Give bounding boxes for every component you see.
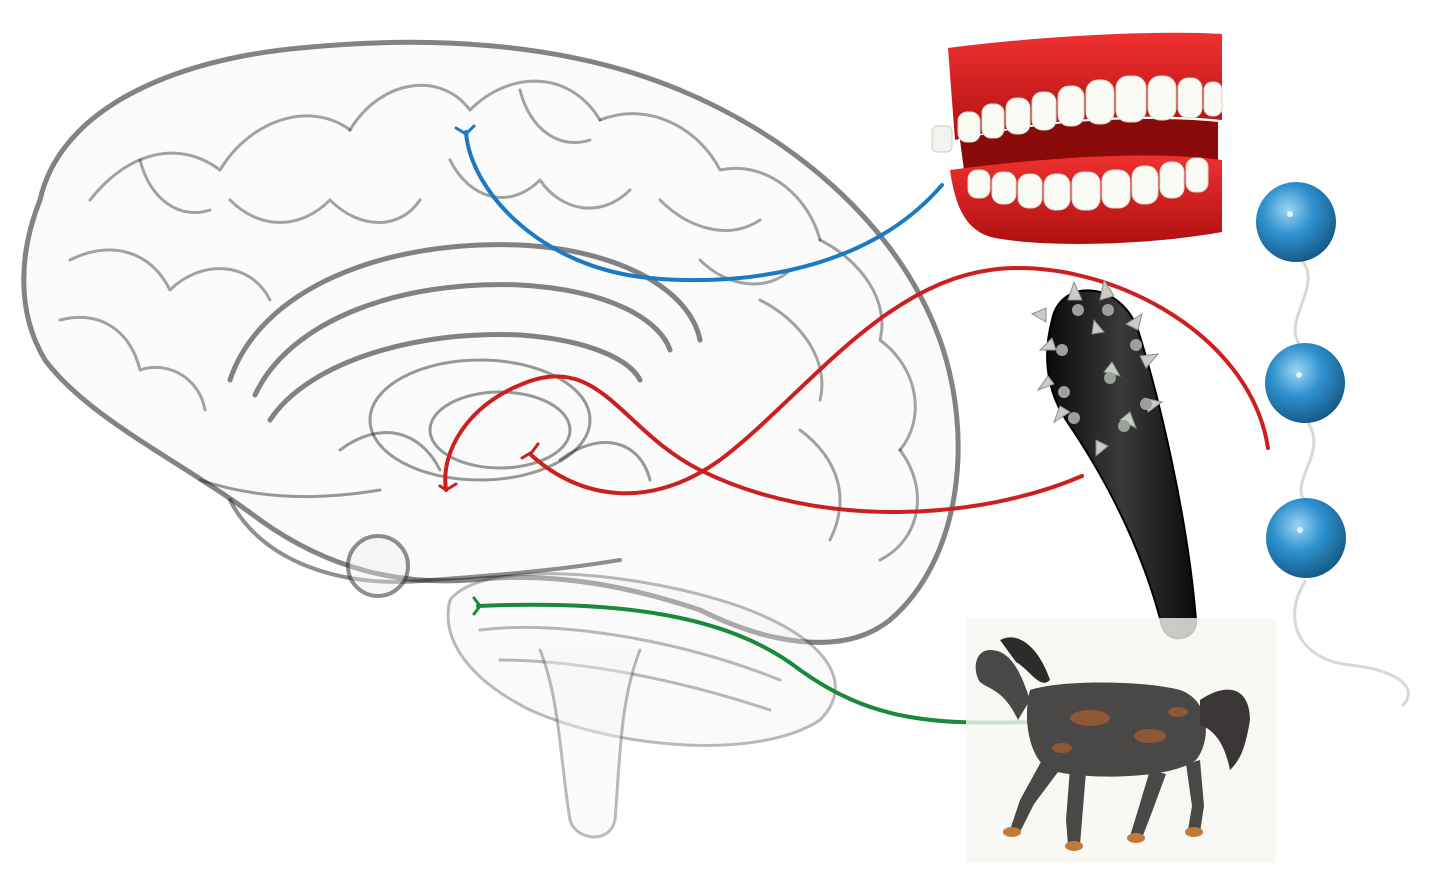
chattering-teeth-icon	[932, 33, 1222, 244]
blue-beads-icon	[1256, 182, 1409, 706]
spiked-club-icon	[1032, 280, 1196, 638]
brain-stem	[540, 650, 640, 837]
amygdala	[348, 536, 408, 596]
brain-outline	[24, 42, 958, 642]
horse-icon	[966, 618, 1276, 863]
transparent-brain-icon	[24, 42, 958, 837]
